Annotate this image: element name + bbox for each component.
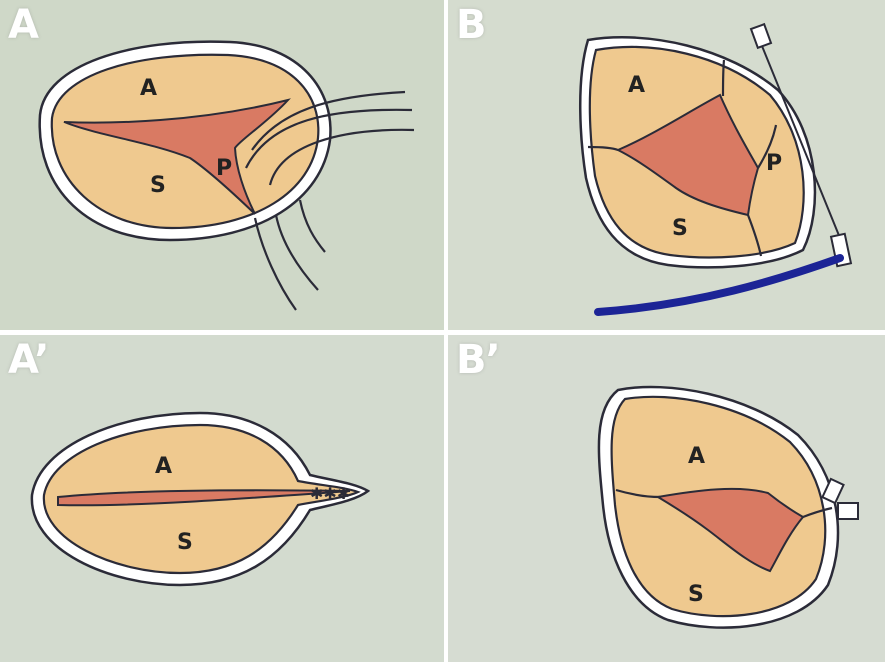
panel-b-prime: A S B’: [448, 335, 885, 662]
label-septal: S: [150, 173, 166, 198]
panel-b: A P S B: [448, 0, 885, 330]
panel-b-prime-drawing: A S: [448, 335, 885, 662]
label-anterior: A: [628, 73, 645, 98]
commissure-line: [723, 60, 724, 96]
panel-tag-a-prime: A’: [8, 337, 48, 383]
panel-a-prime-drawing: ✱✱✱ A S: [0, 335, 444, 662]
label-septal: S: [177, 530, 193, 555]
label-posterior: P: [216, 156, 232, 181]
panel-a-drawing: A S P: [0, 0, 444, 330]
label-posterior: P: [766, 151, 782, 176]
label-septal: S: [688, 582, 704, 607]
panel-a: A S P A: [0, 0, 444, 330]
label-anterior: A: [688, 444, 705, 469]
label-anterior: A: [140, 76, 157, 101]
panel-tag-b-prime: B’: [456, 337, 500, 383]
panel-tag-b: B: [456, 2, 486, 48]
plication-sutures: ✱✱✱: [310, 484, 350, 503]
label-anterior: A: [155, 454, 172, 479]
panel-a-prime: ✱✱✱ A S A’: [0, 335, 444, 662]
label-septal: S: [672, 216, 688, 241]
panel-tag-a: A: [8, 2, 38, 48]
panel-b-drawing: A P S: [448, 0, 885, 330]
pledget-lower: [838, 503, 858, 519]
